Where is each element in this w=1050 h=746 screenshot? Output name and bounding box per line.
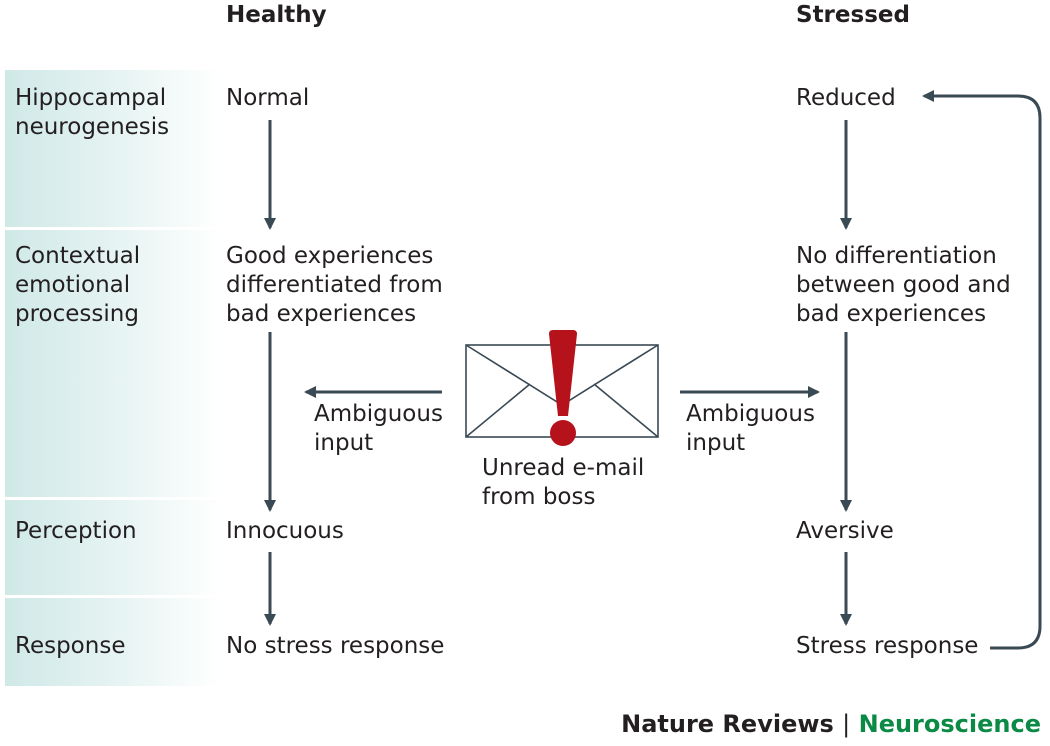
column-header-stressed: Stressed — [796, 2, 910, 28]
healthy-response: No stress response — [226, 633, 445, 659]
journal-credit: Nature Reviews | Neuroscience — [621, 710, 1041, 738]
row-label-response: Response — [15, 633, 126, 659]
stressed-contextual: No differentiation between good and bad … — [796, 243, 1011, 327]
row-label-perception: Perception — [15, 518, 137, 544]
journal-section: Neuroscience — [858, 710, 1041, 738]
healthy-neurogenesis: Normal — [226, 85, 310, 111]
stressed-neurogenesis: Reduced — [796, 85, 896, 111]
band-perception — [5, 500, 220, 595]
exclamation-icon — [549, 330, 577, 446]
arrow-feedback-loop — [922, 90, 1042, 650]
stressed-perception: Aversive — [796, 518, 894, 544]
column-header-healthy: Healthy — [226, 2, 327, 28]
band-response — [5, 598, 220, 686]
email-caption: Unread e-mail from boss — [482, 455, 645, 510]
stressed-response: Stress response — [796, 633, 979, 659]
journal-name: Nature Reviews — [621, 710, 834, 738]
healthy-contextual: Good experiences differentiated from bad… — [226, 243, 443, 327]
healthy-perception: Innocuous — [226, 518, 344, 544]
ambiguous-input-right-label: Ambiguous input — [686, 401, 815, 456]
ambiguous-input-left-label: Ambiguous input — [314, 401, 443, 456]
journal-separator: | — [842, 710, 851, 738]
row-label-neurogenesis: Hippocampal neurogenesis — [15, 85, 170, 140]
band-contextual — [5, 230, 220, 497]
row-label-contextual: Contextual emotional processing — [15, 243, 141, 327]
band-neurogenesis — [5, 70, 220, 227]
